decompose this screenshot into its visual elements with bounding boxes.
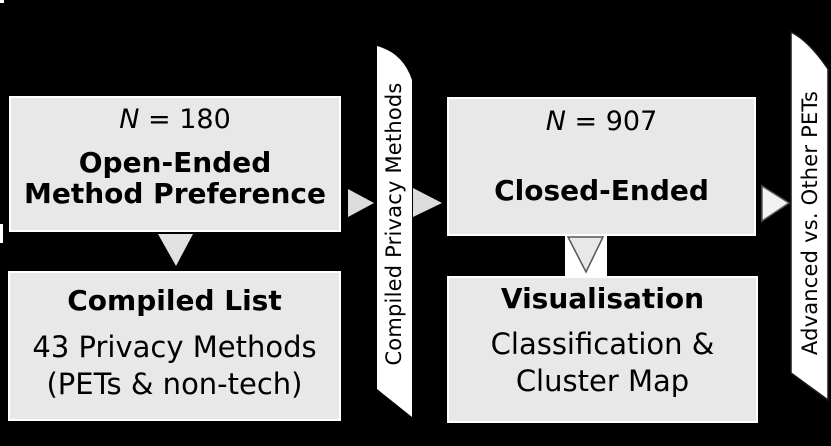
n-symbol: N	[545, 106, 566, 137]
arrow-right-icon	[413, 188, 442, 217]
box-body: 43 Privacy Methods (PETs & non-tech)	[32, 329, 316, 403]
box-body-line: (PETs & non-tech)	[46, 367, 303, 401]
closed-ended-box: N = 907 Closed-Ended	[447, 97, 756, 236]
arrow-down-outline-icon	[566, 236, 605, 274]
n-value: = 907	[565, 106, 658, 137]
box-title-line: Method Preference	[23, 177, 326, 210]
sample-size-label: N = 907	[546, 106, 658, 138]
arrow-right-icon	[348, 189, 374, 217]
box-title-line: Open-Ended	[78, 146, 272, 179]
n-value: = 180	[139, 104, 231, 135]
compiled-privacy-methods-banner	[377, 46, 412, 417]
edge-artifact	[0, 0, 4, 3]
box-title: Open-Ended Method Preference	[24, 147, 326, 209]
sample-size-label: N = 180	[119, 104, 231, 136]
advanced-vs-other-pets-banner	[790, 30, 829, 402]
n-symbol: N	[119, 104, 140, 135]
box-body: Classification & Cluster Map	[491, 326, 715, 400]
edge-artifact	[0, 224, 3, 243]
box-title: Compiled List	[67, 284, 282, 317]
compiled-privacy-methods-banner-label: Compiled Privacy Methods	[382, 82, 406, 366]
advanced-vs-other-pets-banner-label: Advanced vs. Other PETs	[798, 90, 822, 356]
arrow-down-icon	[158, 234, 193, 266]
box-title: Visualisation	[500, 282, 705, 315]
box-body-line: Cluster Map	[515, 364, 690, 398]
box-body-line: 43 Privacy Methods	[32, 330, 317, 364]
open-ended-box: N = 180 Open-Ended Method Preference	[9, 96, 341, 232]
compiled-list-box: Compiled List 43 Privacy Methods (PETs &…	[8, 271, 341, 421]
box-title: Closed-Ended	[494, 174, 709, 207]
box-body-line: Classification &	[490, 327, 715, 361]
visualisation-box: Visualisation Classification & Cluster M…	[447, 276, 758, 423]
arrow-right-outline-icon	[761, 184, 791, 223]
